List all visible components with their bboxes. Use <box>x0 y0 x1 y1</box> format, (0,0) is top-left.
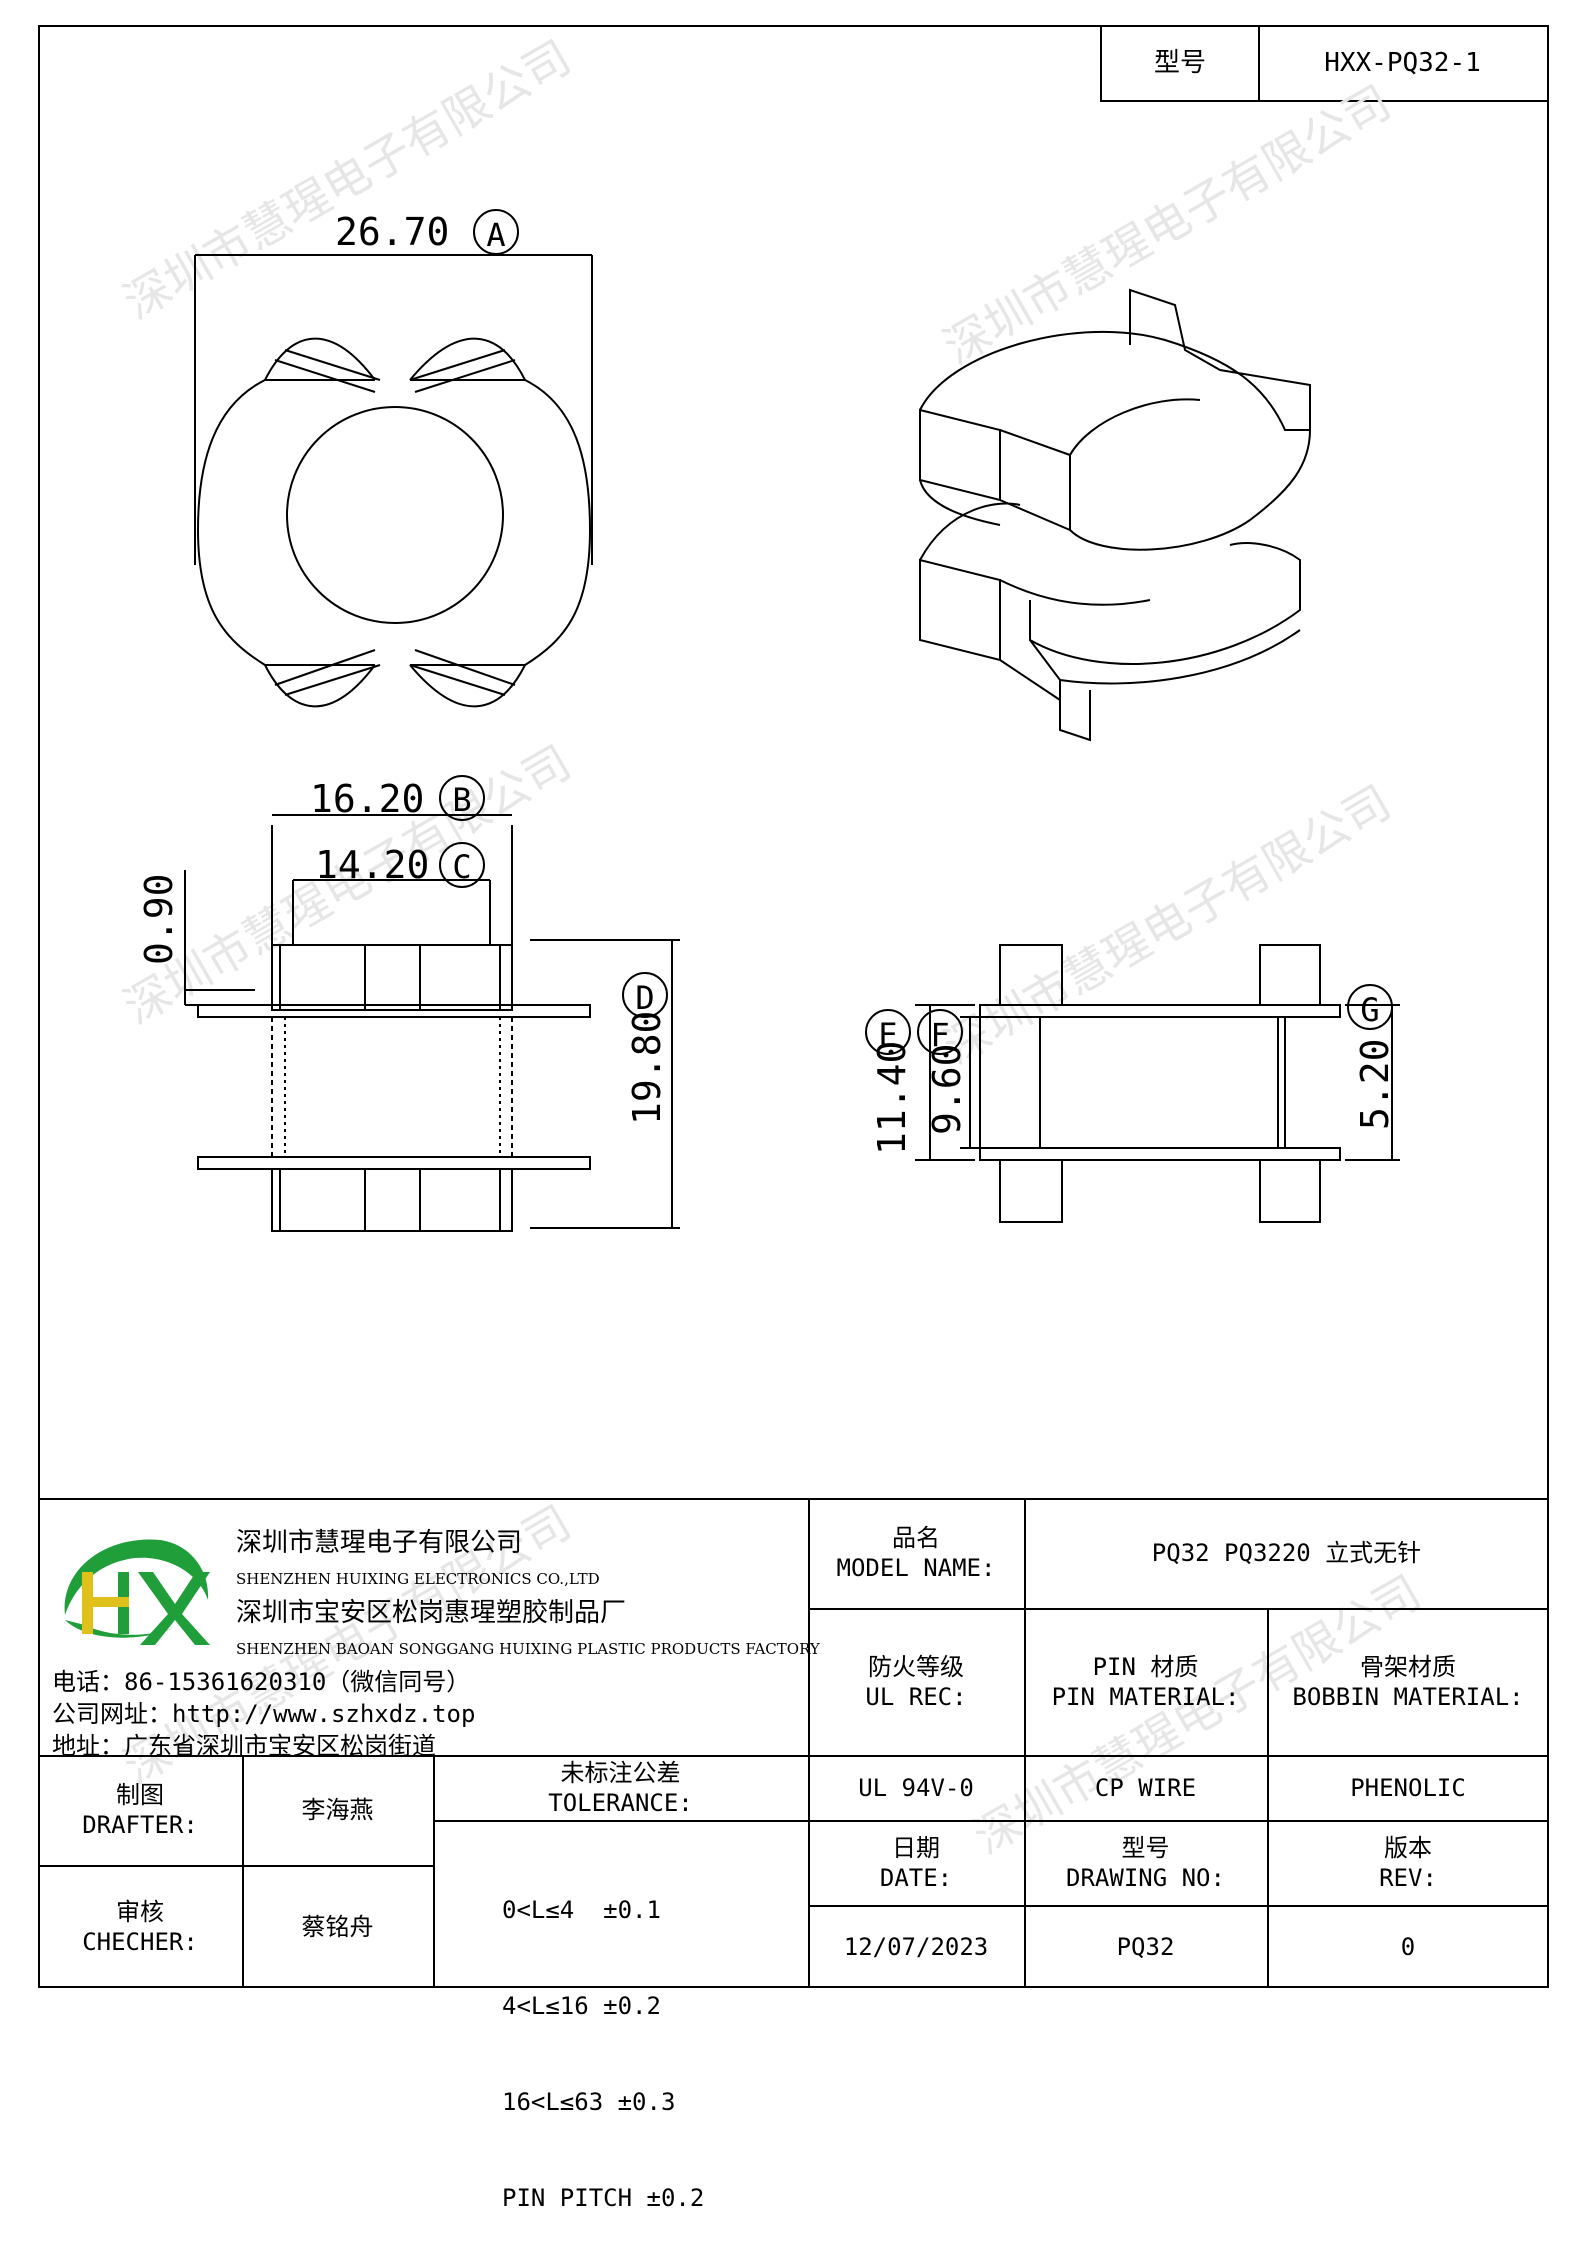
grid-line <box>433 1820 808 1822</box>
rev-label-en: REV: <box>1379 1863 1437 1892</box>
dim-c-ref: C <box>452 848 471 886</box>
grid-line <box>38 1865 433 1867</box>
ul-rec-label: 防火等级 UL REC: <box>808 1608 1024 1755</box>
ul-rec-value: UL 94V-0 <box>858 1773 974 1802</box>
tolerance-table: 0<L≤4 ±0.1 4<L≤16 ±0.2 16<L≤63 ±0.3 PIN … <box>502 1830 704 2246</box>
drawing-no-value: PQ32 <box>1116 1932 1175 1961</box>
drawing-no-label: 型号 DRAWING NO: <box>1024 1820 1267 1905</box>
header-model-label: 型号 <box>1100 25 1260 102</box>
bobbin-material-label: 骨架材质 BOBBIN MATERIAL: <box>1267 1608 1549 1755</box>
tolerance-line: 4<L≤16 ±0.2 <box>502 1992 661 2020</box>
tolerance-label: 未标注公差 TOLERANCE: <box>433 1755 808 1820</box>
dim-b-ref: B <box>452 781 471 819</box>
checker-label-en: CHECHER: <box>82 1927 198 1956</box>
model-name-label-cn: 品名 <box>892 1524 940 1552</box>
grid-line <box>808 1820 1549 1822</box>
model-name-label-en: MODEL NAME: <box>836 1554 996 1582</box>
drawing-no-label-cn: 型号 <box>1121 1833 1170 1862</box>
grid-line <box>1024 1498 1026 1988</box>
date-value: 12/07/2023 <box>843 1932 989 1961</box>
pin-material-label: PIN 材质 PIN MATERIAL: <box>1024 1608 1267 1755</box>
dim-e-value: 11.40 <box>870 1041 914 1155</box>
tolerance-line: 16<L≤63 ±0.3 <box>502 2088 676 2116</box>
dim-f-ref: F <box>930 1016 949 1054</box>
drafter-label: 制图 DRAFTER: <box>38 1755 242 1865</box>
technical-drawing: 26.70 A 16.20 B 14.20 C 0.90 D 19.80 E 1… <box>137 209 1400 1232</box>
dim-e-ref: E <box>878 1016 897 1054</box>
factory-name-cn: 深圳市宝安区松岗惠瑆塑胶制品厂 <box>236 1598 627 1628</box>
grid-line <box>808 1905 1549 1907</box>
company-name-en: SHENZHEN HUIXING ELECTRONICS CO.,LTD <box>236 1570 600 1588</box>
drafter-label-en: DRAFTER: <box>82 1811 198 1839</box>
drawing-frame <box>38 25 1549 1988</box>
drawing-no-label-en: DRAWING NO: <box>1066 1863 1225 1892</box>
company-website: 公司网址：http://www.szhxdz.top <box>52 1700 476 1728</box>
dim-a-ref: A <box>486 216 505 254</box>
rev-value: 0 <box>1400 1932 1416 1961</box>
drafter-label-cn: 制图 <box>116 1781 164 1809</box>
header-model-value: HXX-PQ32-1 <box>1258 25 1549 102</box>
bobbin-material-label-en: BOBBIN MATERIAL: <box>1292 1682 1524 1711</box>
tolerance-line: 0<L≤4 ±0.1 <box>502 1896 661 1924</box>
tolerance-line: PIN PITCH ±0.2 <box>502 2184 705 2212</box>
pin-material-label-en: PIN MATERIAL: <box>1051 1682 1240 1711</box>
pin-material-label-cn: PIN 材质 <box>1092 1652 1199 1681</box>
company-name-cn: 深圳市慧瑆电子有限公司 <box>236 1528 523 1558</box>
date-label-cn: 日期 <box>892 1833 940 1862</box>
company-phone: 电话：86-15361620310（微信同号） <box>52 1668 471 1696</box>
dim-g-value: 5.20 <box>1353 1038 1397 1130</box>
model-name-value: PQ32 PQ3220 立式无针 <box>1151 1539 1422 1567</box>
dim-d-value: 19.80 <box>625 1011 669 1125</box>
bobbin-material-value: PHENOLIC <box>1350 1773 1466 1802</box>
dim-g-ref: G <box>1360 991 1379 1029</box>
grid-line <box>808 1498 810 1988</box>
grid-line <box>808 1608 1549 1610</box>
isometric-view <box>919 288 1311 742</box>
factory-name-en: SHENZHEN BAOAN SONGGANG HUIXING PLASTIC … <box>236 1640 820 1658</box>
rev-label: 版本 REV: <box>1267 1820 1549 1905</box>
grid-line <box>38 1755 1549 1757</box>
dim-a-value: 26.70 <box>335 210 449 254</box>
top-view <box>194 254 593 708</box>
date-label: 日期 DATE: <box>808 1820 1024 1905</box>
checker-label: 审核 CHECHER: <box>38 1865 242 1988</box>
model-name-label: 品名 MODEL NAME: <box>808 1498 1024 1608</box>
date-label-en: DATE: <box>879 1863 953 1892</box>
bobbin-material-label-cn: 骨架材质 <box>1360 1652 1456 1681</box>
dim-d-ref: D <box>635 979 654 1017</box>
company-address: 地址：广东省深圳市宝安区松岗街道 <box>52 1732 436 1760</box>
dim-c-value: 14.20 <box>315 843 429 887</box>
front-view <box>184 814 680 1232</box>
dim-0-90-value: 0.90 <box>137 873 181 965</box>
ul-rec-label-en: UL REC: <box>865 1682 967 1711</box>
tolerance-label-cn: 未标注公差 <box>560 1758 681 1787</box>
grid-line <box>242 1755 244 1988</box>
side-view <box>915 944 1400 1223</box>
checker-label-cn: 审核 <box>116 1897 164 1926</box>
dim-f-value: 9.60 <box>925 1043 969 1135</box>
checker-name: 蔡铭舟 <box>301 1912 374 1941</box>
drafter-name: 李海燕 <box>301 1796 374 1824</box>
pin-material-value: CP WIRE <box>1094 1773 1197 1802</box>
grid-line <box>1267 1608 1269 1988</box>
ul-rec-label-cn: 防火等级 <box>868 1652 964 1681</box>
grid-line <box>433 1755 435 1988</box>
dim-b-value: 16.20 <box>310 777 424 821</box>
company-logo <box>50 1520 220 1650</box>
rev-label-cn: 版本 <box>1384 1833 1432 1862</box>
tolerance-label-en: TOLERANCE: <box>548 1788 693 1817</box>
title-block-top-line <box>38 1498 1549 1500</box>
